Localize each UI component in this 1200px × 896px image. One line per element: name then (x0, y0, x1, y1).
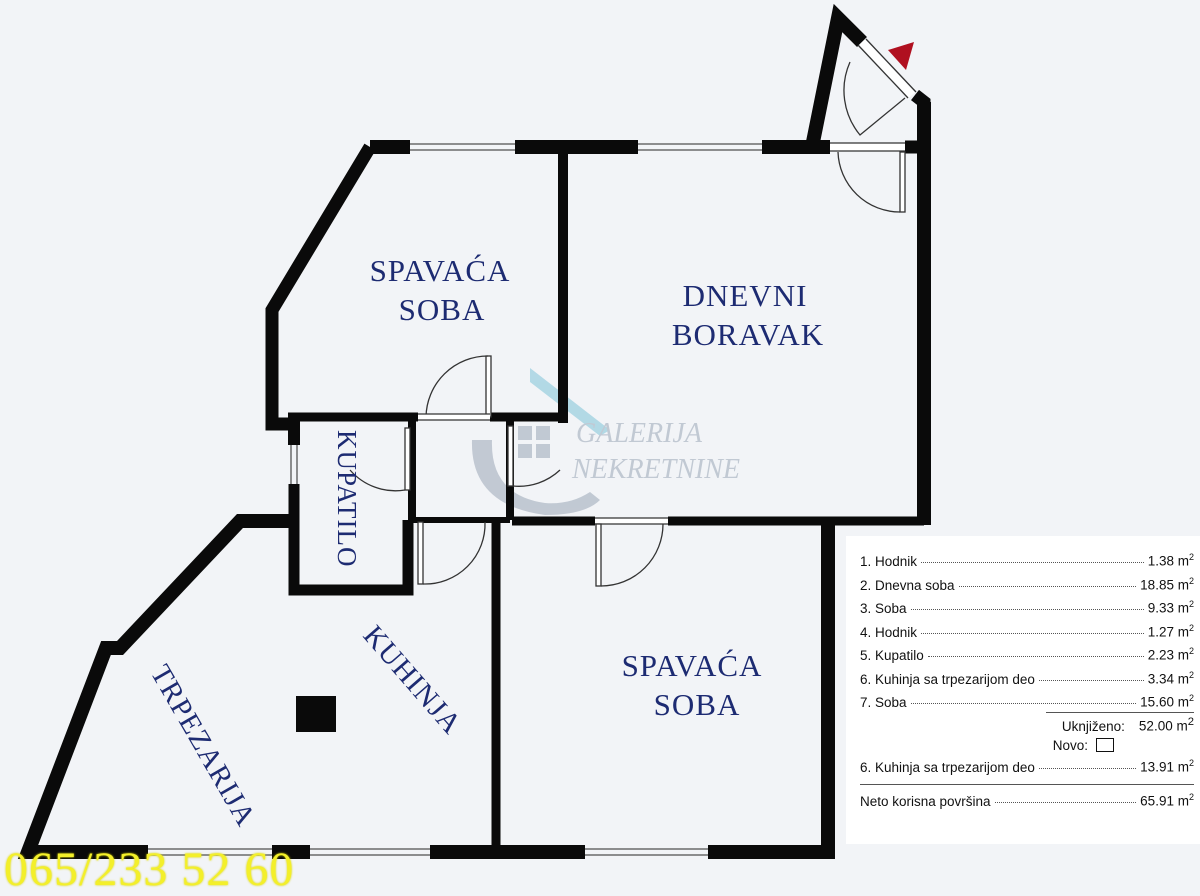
legend-novo-row: Novo: (1053, 736, 1114, 754)
label-living-line2: BORAVAK (672, 317, 824, 352)
watermark-line2: NEKRETNINE (571, 454, 740, 485)
subtotal-divider (1046, 712, 1194, 713)
label-bedroom-bottom-line2: SOBA (654, 687, 741, 722)
label-bedroom-top-line1: SPAVAĆA (370, 253, 511, 288)
windows (148, 143, 762, 856)
label-bedroom-bottom-line1: SPAVAĆA (622, 648, 763, 683)
watermark-logo: GALERIJA NEKRETNINE (471, 368, 740, 515)
phone-number: 065/233 52 60 (4, 843, 295, 896)
label-bathroom: KUPATILO (332, 430, 362, 568)
legend-ukn-row: Uknjiženo:52.00 m2 (1061, 716, 1194, 734)
label-kitchen: KUHINJA (357, 620, 468, 741)
label-living-line1: DNEVNI (683, 278, 808, 313)
label-bedroom-top-line2: SOBA (399, 292, 486, 327)
chimney-block (296, 696, 336, 732)
walls (17, 3, 931, 859)
novo-checkbox (1096, 738, 1114, 752)
watermark-line1: GALERIJA (576, 418, 703, 449)
label-dining: TRPEZARIJA (144, 660, 262, 833)
doors (349, 38, 917, 587)
entrance-arrow-icon (888, 42, 914, 70)
total-divider (860, 784, 1194, 785)
